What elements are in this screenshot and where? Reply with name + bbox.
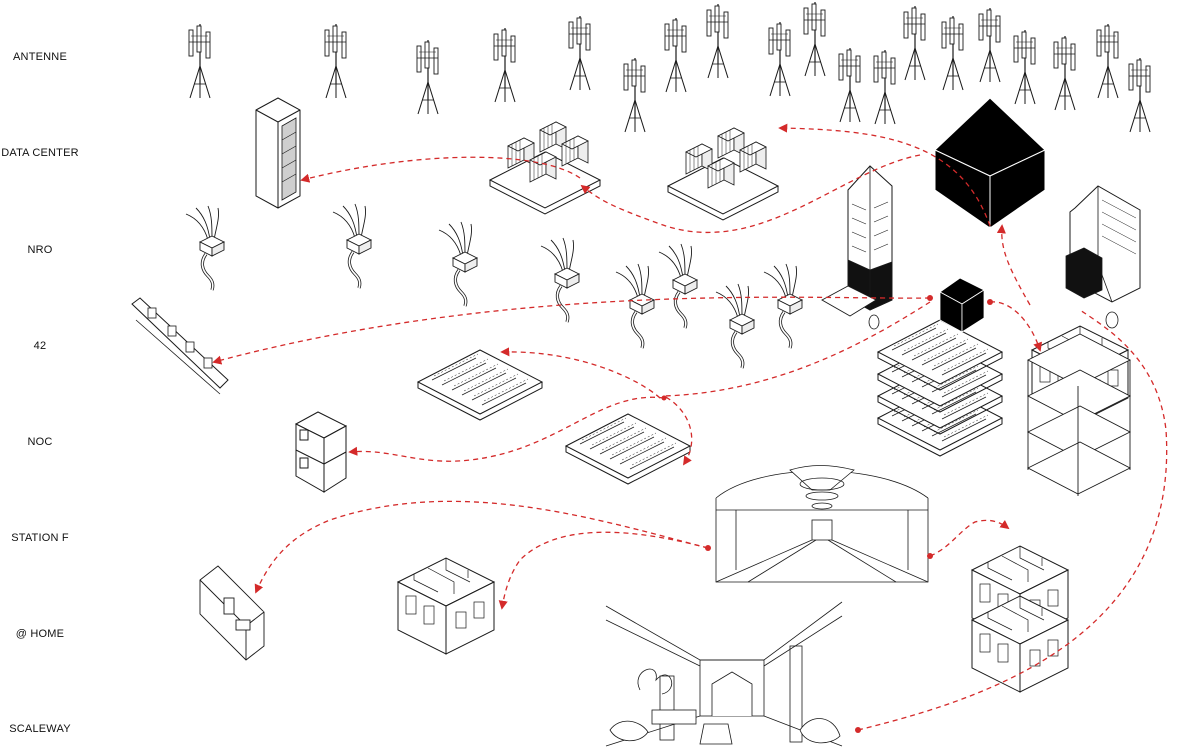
flow-line	[348, 396, 665, 462]
row-label-scaleway: SCALEWAY	[9, 723, 71, 735]
fiber-junction-box-icon	[331, 202, 373, 290]
stacked-box-icon	[294, 411, 348, 493]
cell-tower-icon	[803, 1, 826, 77]
cell-tower-icon	[324, 23, 347, 99]
black-small-cube	[939, 277, 985, 333]
flow-line	[857, 309, 1168, 731]
flow-origin-dots	[661, 295, 993, 733]
flow-line	[929, 519, 1010, 557]
apartment-isometric-icon	[397, 557, 495, 655]
cell-tower-icon	[941, 15, 964, 91]
scaleway-row	[605, 601, 843, 747]
stacked-school-icon	[877, 319, 1003, 457]
desk-rail-icon	[131, 297, 229, 395]
server-rack-icon	[255, 97, 301, 209]
floor-tower-icon	[1027, 333, 1131, 496]
row-42	[131, 277, 1129, 457]
data-center-row	[255, 97, 1141, 330]
flow-line	[996, 224, 1031, 306]
row-label-noc: NOC	[27, 436, 53, 448]
flow-line	[498, 531, 709, 610]
row-label-data-center: DATA CENTER	[1, 147, 79, 159]
fiber-junction-box-icon	[437, 220, 479, 308]
fiber-junction-box-icon	[184, 204, 226, 292]
row-label-nro: NRO	[27, 244, 53, 256]
cell-tower-icon	[838, 47, 861, 123]
cell-tower-icon	[416, 39, 439, 115]
flow-lines	[212, 123, 1168, 731]
fiber-junction-box-icon	[539, 236, 581, 324]
black-cube-datacenter	[934, 97, 1046, 229]
flow-line	[212, 296, 931, 365]
hall-perspective-icon	[715, 465, 929, 583]
fiber-junction-box-icon	[657, 242, 699, 330]
server-room-floor-icon	[565, 413, 691, 485]
flow-line	[989, 301, 1043, 352]
row-label-antenne: ANTENNE	[13, 51, 67, 63]
flow-line	[500, 347, 661, 399]
row-label-42: 42	[33, 340, 47, 352]
nro-row	[184, 202, 804, 370]
fiber-junction-box-icon	[762, 262, 804, 350]
home-row	[199, 557, 495, 661]
cell-tower-icon	[1096, 23, 1119, 99]
station-f-row	[715, 465, 1069, 693]
flow-line	[300, 156, 581, 183]
flow-line	[580, 154, 921, 234]
cell-tower-icon	[873, 49, 896, 125]
cell-tower-icon	[188, 23, 211, 99]
fiber-junction-box-icon	[614, 262, 656, 350]
noc-row	[294, 411, 691, 493]
cell-tower-icon	[1013, 29, 1036, 105]
cell-tower-icon	[1053, 35, 1076, 111]
container-datacenter-icon	[667, 127, 779, 221]
row-label-station-f: STATION F	[11, 532, 69, 544]
cell-tower-icon	[768, 21, 791, 97]
cell-tower-icon	[978, 7, 1001, 83]
row-label-home: @ HOME	[15, 628, 65, 640]
cell-tower-icon	[903, 5, 926, 81]
cell-tower-icon	[493, 27, 516, 103]
fiber-junction-box-icon	[714, 282, 756, 370]
container-datacenter-icon	[489, 121, 601, 215]
cell-tower-icon	[623, 57, 646, 133]
cell-tower-icon	[664, 17, 687, 93]
flow-line	[661, 301, 931, 466]
workstation-floor-icon	[417, 349, 543, 421]
lounge-perspective-icon	[605, 601, 843, 747]
cell-tower-icon	[568, 15, 591, 91]
open-building-icon	[1065, 185, 1141, 329]
cell-tower-icon	[706, 3, 729, 79]
cell-tower-icon	[1128, 57, 1151, 133]
room-isometric-icon	[199, 565, 265, 661]
duplex-home-icon	[971, 545, 1069, 693]
